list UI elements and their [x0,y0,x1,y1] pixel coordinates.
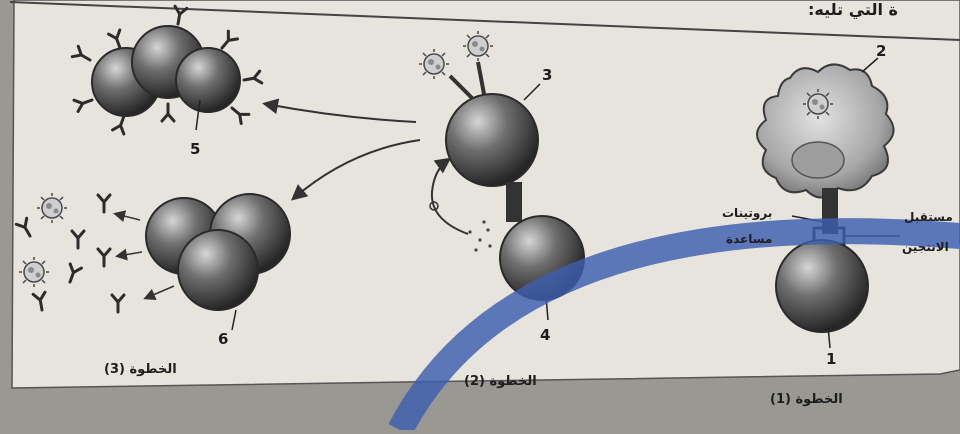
step-2-label: الخطوة (2) [464,374,537,389]
t-cell-1 [776,240,868,332]
b-cell-3 [446,94,538,186]
label-3: 3 [542,66,552,84]
label-2: 2 [876,42,886,60]
step-1-label: الخطوة (1) [770,392,843,407]
label-1: 1 [826,350,836,368]
helper-proteins-label-2: مساعدة [726,232,772,246]
step-3-label: الخطوة (3) [104,362,177,377]
helper-proteins-label-1: بروتينات [722,206,772,220]
header-text: ة التي تليه: [808,0,898,19]
cell-link [506,182,522,222]
label-4: 4 [540,326,550,344]
label-5: 5 [190,140,200,158]
label-6: 6 [218,330,228,348]
antigen-receptor-label-1: مستقبل [904,210,953,224]
antigen-receptor-label-2: الانتجين [902,240,949,254]
